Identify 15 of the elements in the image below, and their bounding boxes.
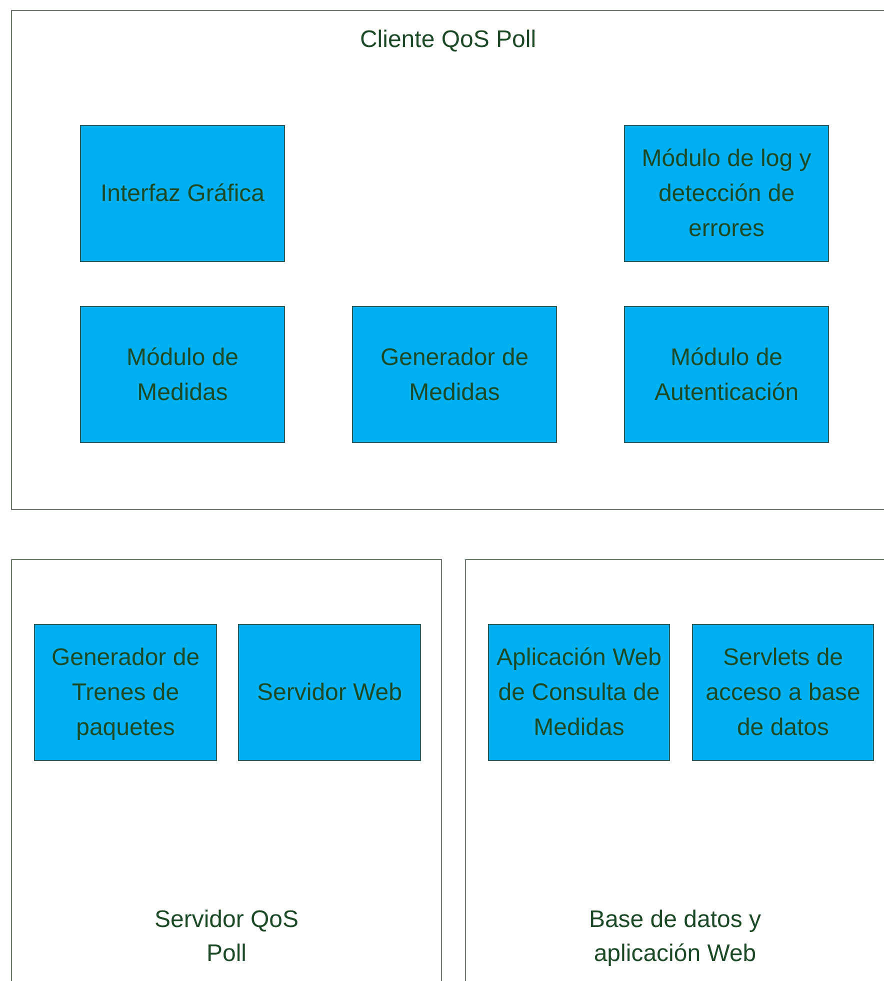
group-title: Base de datos y aplicación Web (588, 905, 762, 969)
module-box: Módulo de Medidas (80, 306, 285, 443)
module-box: Servidor Web (238, 624, 421, 761)
group-frame (11, 559, 442, 981)
group-frame (465, 559, 884, 981)
group-frame (11, 10, 884, 510)
module-box: Generador de Trenes de paquetes (34, 624, 217, 761)
module-box: Generador de Medidas (352, 306, 557, 443)
module-box: Servlets de acceso a base de datos (692, 624, 874, 761)
module-box: Aplicación Web de Consulta de Medidas (488, 624, 670, 761)
group-title: Servidor QoS Poll (153, 905, 300, 969)
module-box: Módulo de Autenticación (624, 306, 829, 443)
group-title: Cliente QoS Poll (358, 25, 538, 55)
module-box: Módulo de log y detección de errores (624, 125, 829, 262)
module-box: Interfaz Gráfica (80, 125, 285, 262)
